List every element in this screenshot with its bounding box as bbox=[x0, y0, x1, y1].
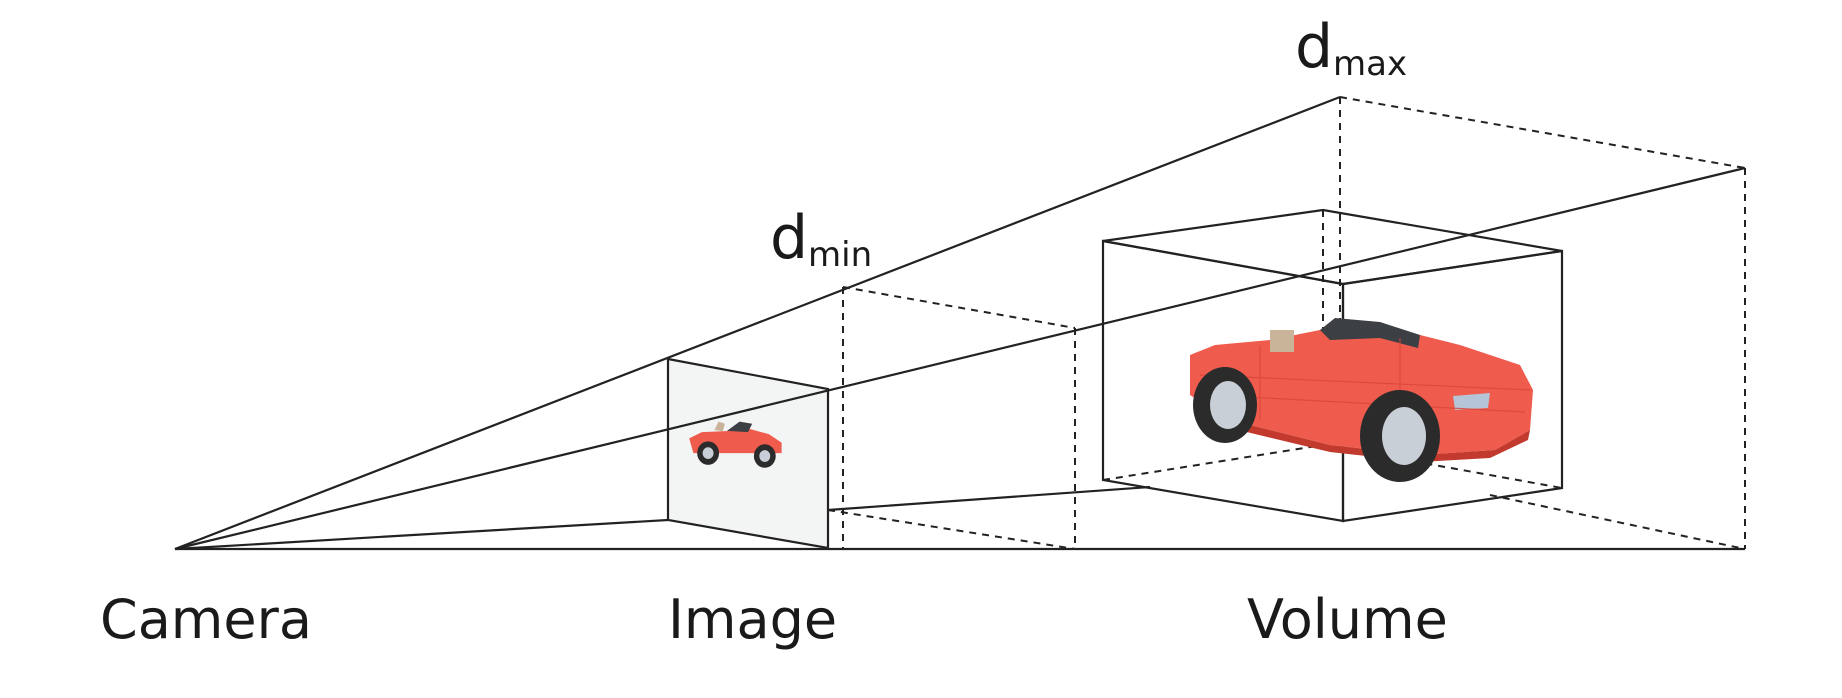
dmax-symbol: d bbox=[1295, 12, 1333, 82]
car-voxel bbox=[1190, 318, 1533, 482]
dmax-subscript: max bbox=[1333, 44, 1407, 84]
ray-bottom-inner bbox=[827, 485, 1151, 512]
ray-top bbox=[174, 95, 1341, 551]
dmax-plane bbox=[1339, 96, 1746, 550]
car-image-small bbox=[689, 421, 782, 468]
dmin-label: d min bbox=[770, 203, 872, 275]
camera-label: Camera bbox=[100, 588, 312, 651]
dmin-plane bbox=[827, 286, 1076, 550]
ray-upper-right bbox=[174, 166, 1746, 551]
volume-label: Volume bbox=[1247, 588, 1448, 651]
dmin-subscript: min bbox=[808, 235, 872, 275]
image-plane bbox=[666, 357, 830, 550]
frustum-rays bbox=[174, 95, 1746, 551]
dmax-label: d max bbox=[1295, 12, 1407, 84]
image-label: Image bbox=[668, 588, 837, 651]
volume-cube bbox=[1101, 208, 1564, 523]
ray-lower-left bbox=[174, 518, 669, 551]
dmin-symbol: d bbox=[770, 203, 808, 273]
